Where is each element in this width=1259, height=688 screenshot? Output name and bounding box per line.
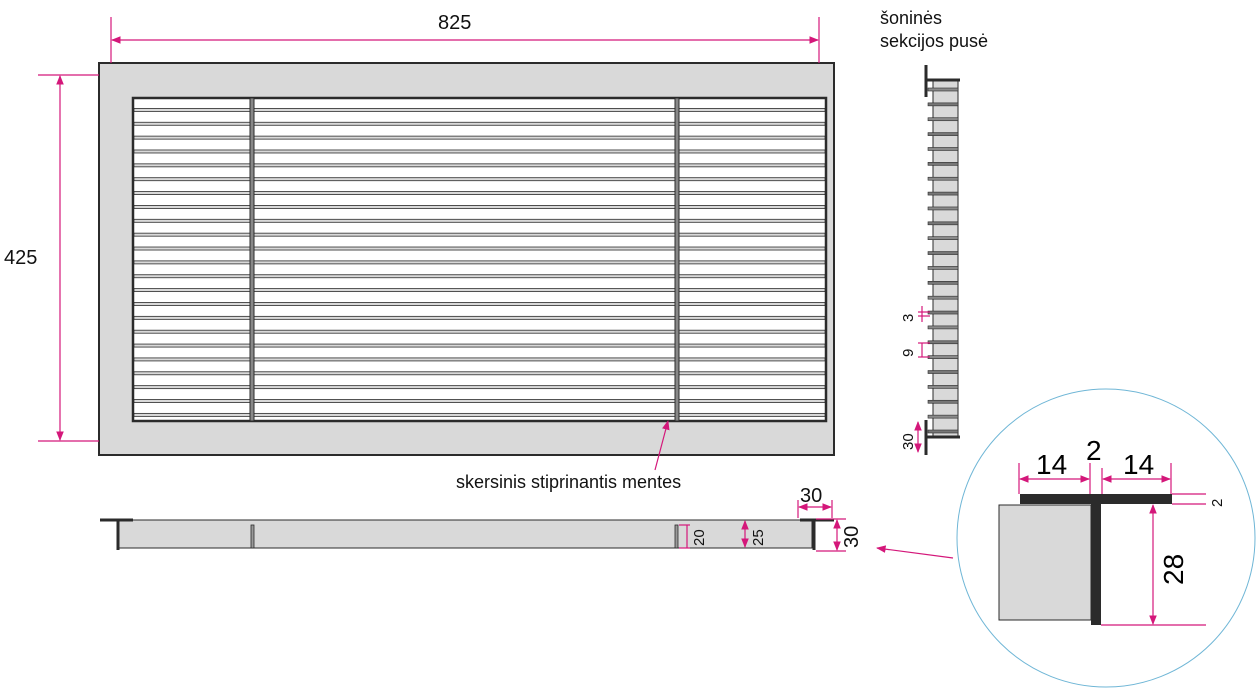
- width-label: 825: [438, 12, 471, 34]
- front-view: [98, 62, 835, 456]
- slat: [133, 246, 826, 251]
- side-fin: [927, 399, 959, 404]
- side-title-line2: sekcijos pusė: [880, 31, 988, 51]
- crossbar-arrow: [654, 420, 670, 471]
- bottom-crossbar-right: [674, 524, 679, 549]
- slat: [133, 399, 826, 403]
- fin-pitch-label: 9: [900, 349, 917, 357]
- slat: [133, 163, 826, 168]
- side-fin: [927, 429, 959, 434]
- side-body: [932, 80, 959, 438]
- side-fin: [927, 206, 959, 211]
- side-fin: [927, 281, 959, 285]
- side-fin: [927, 385, 959, 389]
- side-view: šoninės sekcijos pusė 3 9 30: [880, 8, 988, 455]
- bottom-right-flange: [800, 518, 834, 550]
- crossbar-right: [674, 97, 680, 422]
- side-fin: [927, 132, 959, 136]
- slat: [133, 385, 826, 390]
- side-fin: [927, 87, 959, 92]
- crossbar-left: [249, 97, 255, 422]
- bottom-view: skersinis stiprinantis mentes 20 25 30 3…: [100, 420, 954, 559]
- slat: [133, 149, 826, 154]
- side-fin: [927, 370, 959, 374]
- side-fin: [927, 176, 959, 181]
- detail-arrow: [876, 545, 954, 559]
- side-fin: [927, 162, 959, 166]
- left-flange-label: 14: [1036, 449, 1067, 480]
- detail-blade: [998, 504, 1092, 621]
- profile-detail: 14 2 14 2 28: [956, 388, 1256, 688]
- slat: [133, 218, 826, 223]
- inner-height-label: 25: [750, 529, 767, 546]
- frame-depth-label: 30: [900, 433, 917, 450]
- side-fin: [927, 251, 959, 255]
- side-fin: [927, 266, 959, 270]
- side-fin: [927, 414, 959, 419]
- side-bottom-flange: [924, 420, 960, 455]
- side-fin: [927, 117, 959, 122]
- side-fin: [927, 191, 959, 196]
- detail-circle: [956, 388, 1256, 688]
- slat: [133, 121, 826, 126]
- side-fin: [927, 340, 959, 345]
- crossbar-label: skersinis stiprinantis mentes: [456, 472, 681, 492]
- slat: [133, 329, 826, 334]
- crossbar-height-label: 20: [691, 529, 708, 546]
- slats: [133, 107, 826, 417]
- flange-thickness-label: 2: [1209, 499, 1226, 507]
- slat: [133, 315, 826, 320]
- slat: [133, 288, 826, 293]
- side-fin: [927, 295, 959, 300]
- side-fin: [927, 147, 959, 151]
- bottom-crossbar-left: [250, 524, 255, 549]
- side-fins: [927, 87, 959, 434]
- slat: [133, 107, 826, 112]
- side-top-flange: [924, 65, 960, 97]
- slat: [133, 357, 826, 362]
- slat: [133, 232, 826, 237]
- right-flange-label: 14: [1123, 449, 1154, 480]
- slat: [133, 343, 826, 348]
- bottom-body: [117, 519, 813, 549]
- slat: [133, 412, 826, 417]
- frame-height-label: 30: [841, 526, 863, 548]
- fin-gap-label: 3: [900, 314, 917, 322]
- web-thickness-label: 2: [1086, 435, 1102, 466]
- side-fin: [927, 102, 959, 107]
- web-height-label: 28: [1158, 554, 1189, 585]
- side-fin: [927, 310, 959, 315]
- flange-width-label: 30: [800, 485, 822, 507]
- side-fin: [927, 355, 959, 359]
- slat: [133, 371, 826, 376]
- slat: [133, 260, 826, 265]
- side-title-line1: šoninės: [880, 8, 942, 28]
- side-fin: [927, 325, 959, 330]
- detail-web: [1091, 494, 1101, 625]
- bottom-left-flange: [100, 518, 133, 550]
- width-dimension: 825: [110, 12, 820, 63]
- slat: [133, 135, 826, 140]
- height-dimension: 425: [4, 74, 99, 442]
- slat: [133, 177, 826, 182]
- slat: [133, 274, 826, 279]
- slat: [133, 302, 826, 306]
- slat: [133, 191, 826, 195]
- side-fin: [927, 221, 959, 226]
- side-fin: [927, 236, 959, 240]
- slat: [133, 205, 826, 209]
- height-label: 425: [4, 247, 37, 269]
